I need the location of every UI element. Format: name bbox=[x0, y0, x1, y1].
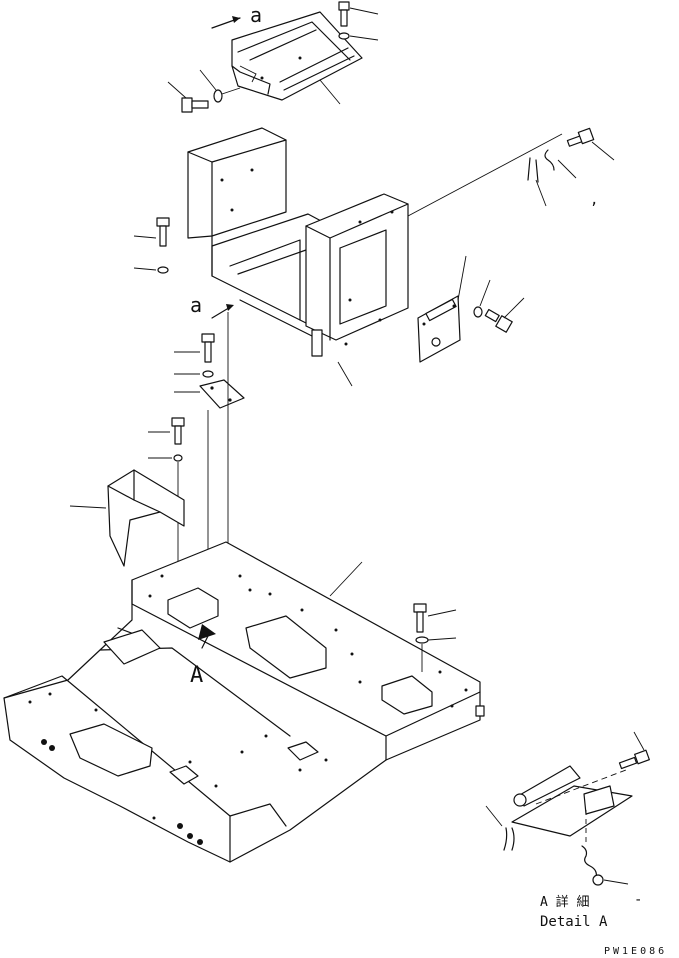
bolt-icon bbox=[201, 333, 215, 363]
view-arrow-a-mid: a bbox=[190, 293, 234, 319]
bolt-icon bbox=[566, 127, 595, 147]
washer-icon bbox=[213, 89, 223, 103]
washer-icon bbox=[202, 370, 214, 378]
frame-holes bbox=[28, 574, 468, 845]
view-arrow-a-frame: A bbox=[190, 624, 216, 688]
view-label-a-top: a bbox=[250, 3, 262, 27]
svg-text:,: , bbox=[590, 192, 598, 208]
svg-text:-: - bbox=[634, 892, 642, 908]
main-frame bbox=[3, 541, 485, 863]
washer-icon bbox=[473, 306, 483, 318]
detail-a-hinge bbox=[503, 765, 633, 886]
cover-flange-plate bbox=[199, 379, 245, 409]
view-label-a-mid: a bbox=[190, 293, 202, 317]
detail-title-en: Detail A bbox=[540, 914, 608, 930]
detail-title-ja: A 詳 細 bbox=[540, 894, 589, 910]
drawing-code: PW1E086 bbox=[604, 946, 667, 957]
washer-icon bbox=[173, 454, 183, 462]
top-cover-plate bbox=[231, 11, 363, 101]
main-bracket-assembly bbox=[187, 127, 409, 357]
bolt-icon bbox=[618, 749, 650, 770]
washer-icon bbox=[415, 636, 429, 644]
bolt-icon bbox=[484, 308, 513, 333]
view-label-a-frame: A bbox=[190, 663, 203, 688]
view-arrow-a-top: a bbox=[211, 3, 262, 29]
bolt-icon bbox=[171, 417, 185, 445]
washer-icon bbox=[338, 32, 350, 40]
bolt-icon bbox=[338, 1, 350, 27]
hood-cover bbox=[107, 469, 185, 567]
washer-icon bbox=[157, 266, 169, 274]
bolt-icon bbox=[413, 603, 427, 633]
bolt-icon bbox=[156, 217, 170, 247]
bolt-icon bbox=[181, 97, 209, 113]
side-mount-plate bbox=[417, 295, 461, 363]
